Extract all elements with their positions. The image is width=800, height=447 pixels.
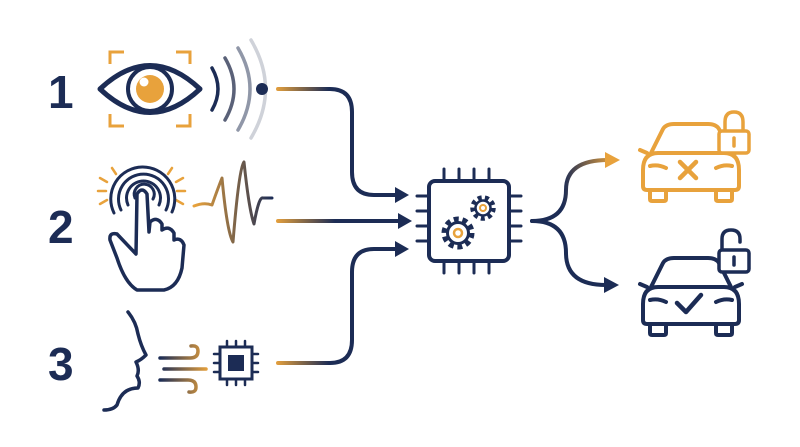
car-wheel-left [648,188,668,203]
car-headlight-left [648,297,668,304]
check-mark-icon [674,292,704,315]
arrowhead-1 [395,187,409,203]
gear-small-icon [470,195,496,221]
step-number-2: 2 [48,201,74,253]
output-connectors [530,158,610,287]
hand-outline [108,188,186,292]
breath-air-icon [158,344,208,394]
breath-sensor-icon [102,310,260,412]
input-arrowheads [395,187,412,257]
car-headlight-right [714,163,734,170]
connector-step-1 [276,87,397,197]
step-number-1: 1 [48,66,74,118]
chip-pins [415,167,523,275]
fingerprint-rings [109,165,177,215]
x-mark-icon [677,159,699,181]
chip-body [427,179,511,263]
fingerprint-touch-icon [96,160,274,292]
sensor-chip-icon [212,339,260,387]
gear-large-icon [441,216,475,250]
car-headlight-right [714,297,734,304]
processor-chip-gears-icon [415,167,523,275]
car-headlight-left [648,163,668,170]
signal-source-dot [256,83,268,95]
touch-glow-rays [96,166,187,206]
step-number-3: 3 [48,338,74,390]
sound-wave-icon [192,160,274,244]
car-wheel-right [714,322,734,337]
eye-outline [97,63,203,115]
car-wheel-left [648,322,668,337]
connector-step-3 [276,247,397,365]
arrowhead-3 [395,241,409,257]
car-denied-locked-icon [638,122,744,203]
input-connectors [276,87,400,365]
arrowhead-unlocked [604,277,619,293]
car-body [641,285,741,326]
arrowhead-2 [398,213,412,229]
scan-frame-corners [108,50,192,128]
connector-to-locked [530,158,610,223]
arrowhead-locked [605,152,620,168]
car-body [641,151,741,192]
car-roof [649,122,733,155]
connector-to-unlocked [530,219,608,287]
face-profile-outline [102,310,148,412]
eye-iris [126,65,174,113]
eye-scan-icon [97,38,268,140]
padlock-closed-icon [717,110,751,155]
padlock-open-icon [717,228,751,274]
eye-pupil [136,75,164,103]
car-wheel-right [714,188,734,203]
